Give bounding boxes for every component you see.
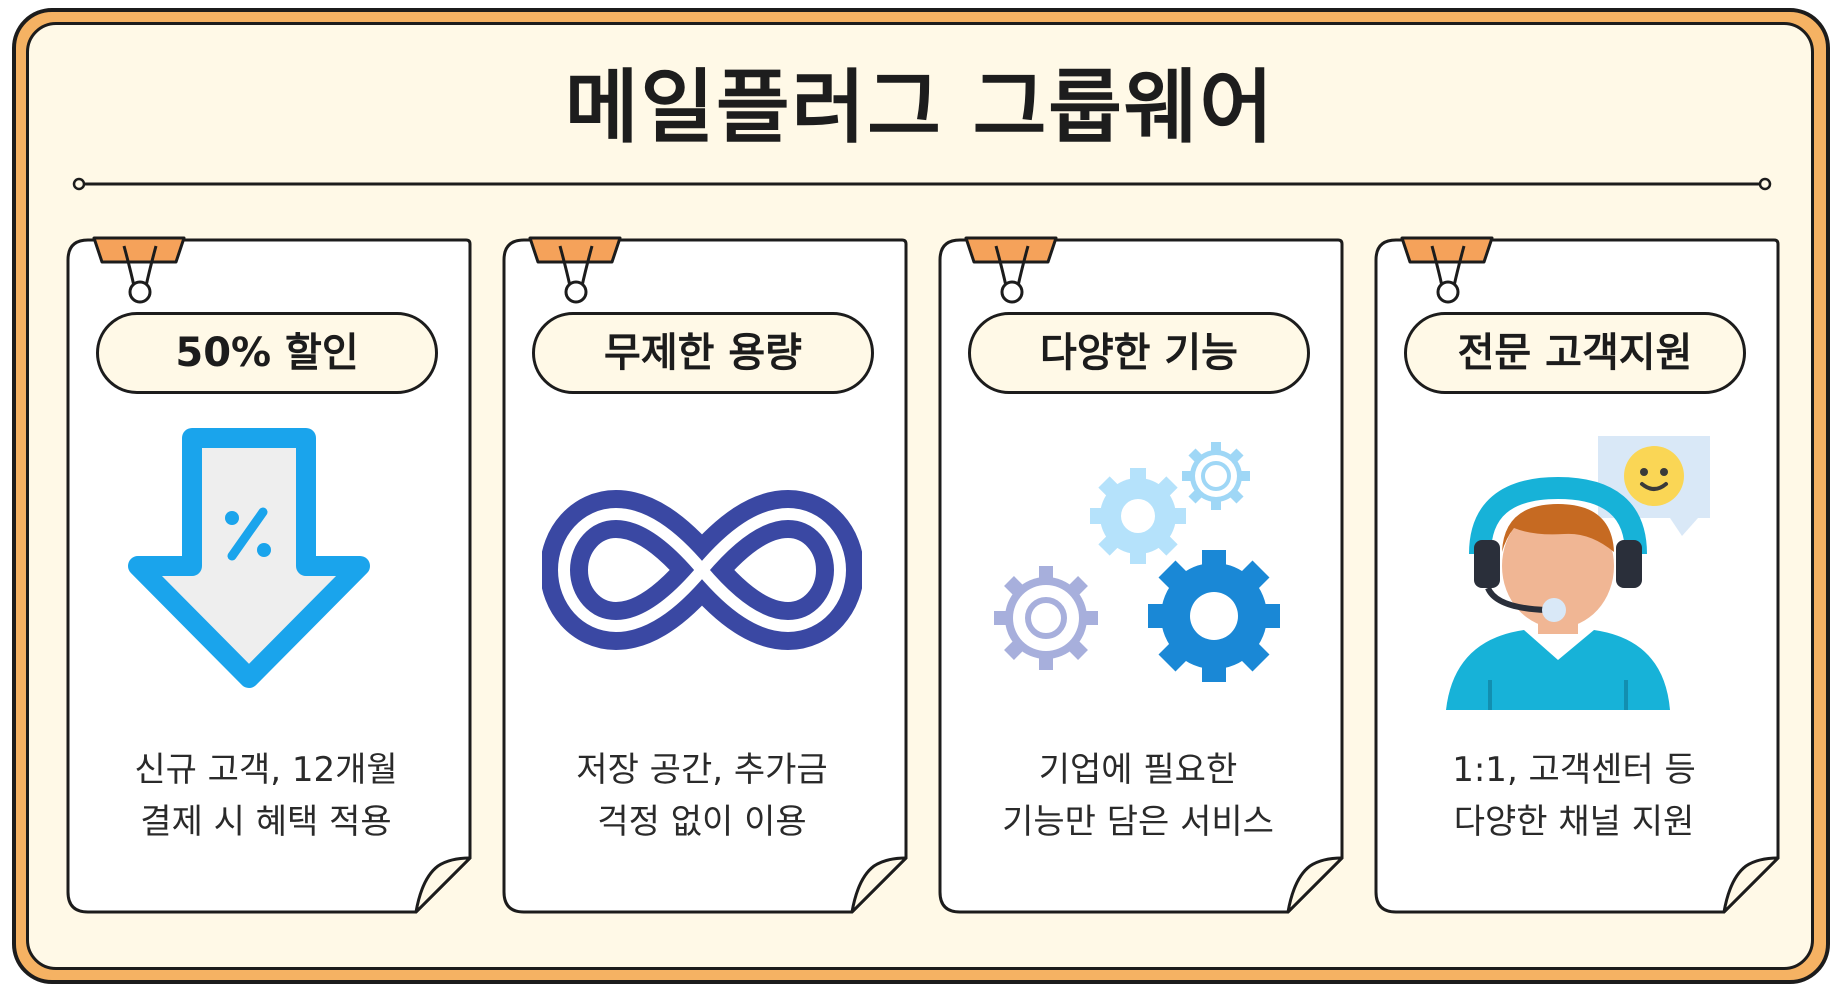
title-divider [72, 177, 1772, 191]
card-badge: 무제한 용량 [532, 312, 874, 394]
card-description-line: 기능만 담은 서비스 [1002, 802, 1274, 842]
support-agent-icon [1446, 436, 1710, 710]
light-gear-icon [1090, 468, 1186, 564]
card-description-line: 다양한 채널 지원 [1453, 802, 1695, 842]
gears-icon [994, 442, 1280, 682]
card-description-line: 걱정 없이 이용 [597, 802, 807, 842]
card-description-line: 저장 공간, 추가금 [576, 750, 828, 790]
discount-arrow-icon [128, 428, 370, 688]
card-description: 저장 공간, 추가금 걱정 없이 이용 [512, 744, 892, 848]
small-gear-icon [1182, 442, 1250, 510]
card-badge: 50% 할인 [96, 312, 438, 394]
binder-clip-icon [92, 236, 186, 304]
card-description: 1:1, 고객센터 등 다양한 채널 지원 [1384, 744, 1764, 848]
speech-bubble-icon [1598, 436, 1710, 536]
card-description-line: 신규 고객, 12개월 [134, 750, 398, 790]
card-description-line: 1:1, 고객센터 등 [1452, 750, 1696, 790]
binder-clip-icon [528, 236, 622, 304]
card-description-line: 결제 시 혜택 적용 [140, 802, 392, 842]
feature-card-features: 다양한 기능 [938, 236, 1358, 918]
card-badge: 다양한 기능 [968, 312, 1310, 394]
card-description-line: 기업에 필요한 [1038, 750, 1238, 790]
feature-card-support: 전문 고객지원 1:1, 고객센터 등 다양한 채널 지원 [1374, 236, 1794, 918]
feature-card-storage: 무제한 용량 저장 공간, 추가금 걱정 없이 이용 [502, 236, 922, 918]
page-title: 메일플러그 그룹웨어 [564, 61, 1276, 154]
card-description: 기업에 필요한 기능만 담은 서비스 [948, 744, 1328, 848]
card-description: 신규 고객, 12개월 결제 시 혜택 적용 [76, 744, 456, 848]
card-badge: 전문 고객지원 [1404, 312, 1746, 394]
card-paper [938, 238, 1344, 914]
binder-clip-icon [964, 236, 1058, 304]
feature-card-discount: 50% 할인 신규 고객, 12개월 결제 시 혜택 적용 [66, 236, 486, 918]
infinity-icon [542, 490, 862, 650]
large-gear-icon [1148, 550, 1280, 682]
binder-clip-icon [1400, 236, 1494, 304]
outline-gear-icon [994, 566, 1098, 670]
